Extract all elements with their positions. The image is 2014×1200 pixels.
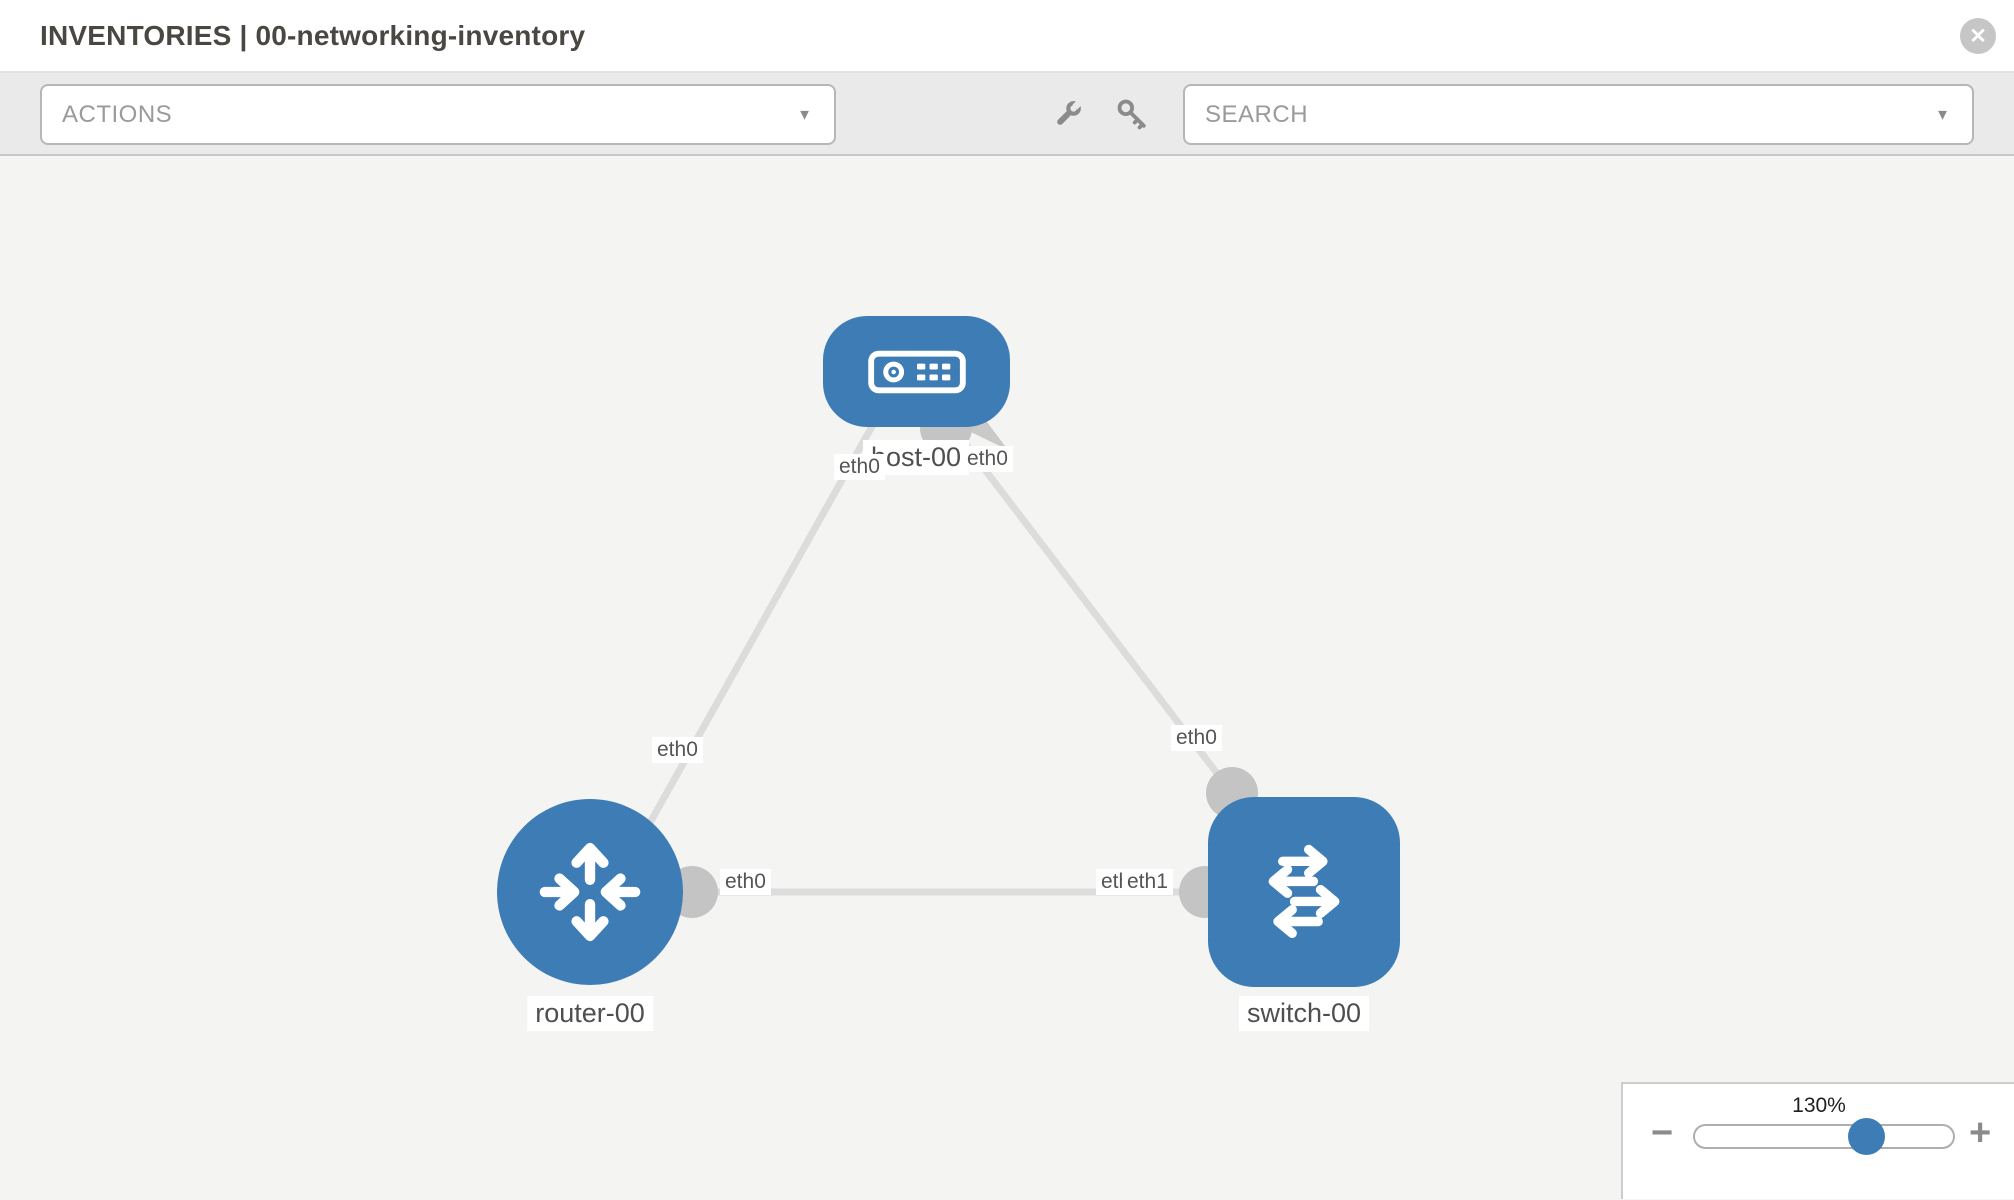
zoom-level-value: 130% (1792, 1094, 1846, 1117)
router-icon (539, 842, 641, 942)
links-layer (633, 402, 1258, 918)
iface-label-host-to-switch: eth0 (962, 446, 1013, 472)
close-glyph: ✕ (1969, 24, 1987, 48)
toolbar: ACTIONS ▼ SEARCH ▼ (0, 73, 2014, 156)
iface-label-router-to-switch: eth0 (720, 869, 771, 895)
iface-label-router-to-host: eth0 (652, 737, 703, 763)
iface-label-switch-to-host: eth0 (1171, 725, 1222, 751)
header: INVENTORIES | 00-networking-inventory ✕ (0, 0, 2014, 73)
search-dropdown-label: SEARCH (1205, 100, 1309, 128)
node-switch-00[interactable] (1208, 797, 1400, 987)
host-icon (867, 350, 966, 393)
iface-label-host-to-router: eth0 (834, 454, 885, 480)
chevron-down-icon: ▼ (1935, 106, 1950, 123)
close-icon[interactable]: ✕ (1960, 18, 1996, 54)
node-router-00[interactable] (497, 799, 683, 985)
node-label-switch: switch-00 (1238, 996, 1370, 1031)
zoom-out-button[interactable]: − (1651, 1112, 1674, 1154)
key-icon (1117, 99, 1146, 129)
actions-dropdown[interactable]: ACTIONS ▼ (40, 84, 836, 145)
node-label-router: router-00 (527, 996, 653, 1031)
wrench-icon (1057, 98, 1084, 125)
zoom-in-button[interactable]: + (1969, 1112, 1992, 1154)
zoom-control-panel: 130% − + (1621, 1082, 2014, 1199)
node-host-00[interactable] (823, 316, 1010, 427)
zoom-slider-thumb[interactable] (1848, 1118, 1885, 1155)
page-title: INVENTORIES | 00-networking-inventory (40, 19, 586, 51)
switch-icon (1268, 844, 1340, 939)
actions-dropdown-label: ACTIONS (62, 100, 173, 128)
wrench-button[interactable] (1048, 94, 1088, 134)
topology-canvas[interactable]: host-00 router-00 switch-00 eth0 eth0 et… (0, 156, 2014, 1199)
key-button[interactable] (1112, 94, 1152, 134)
zoom-slider-track[interactable] (1693, 1124, 1955, 1149)
search-dropdown[interactable]: SEARCH ▼ (1183, 84, 1974, 145)
chevron-down-icon: ▼ (797, 106, 812, 123)
link-host-router (633, 419, 879, 848)
iface-label-switch-to-router: eth1 (1122, 869, 1173, 895)
